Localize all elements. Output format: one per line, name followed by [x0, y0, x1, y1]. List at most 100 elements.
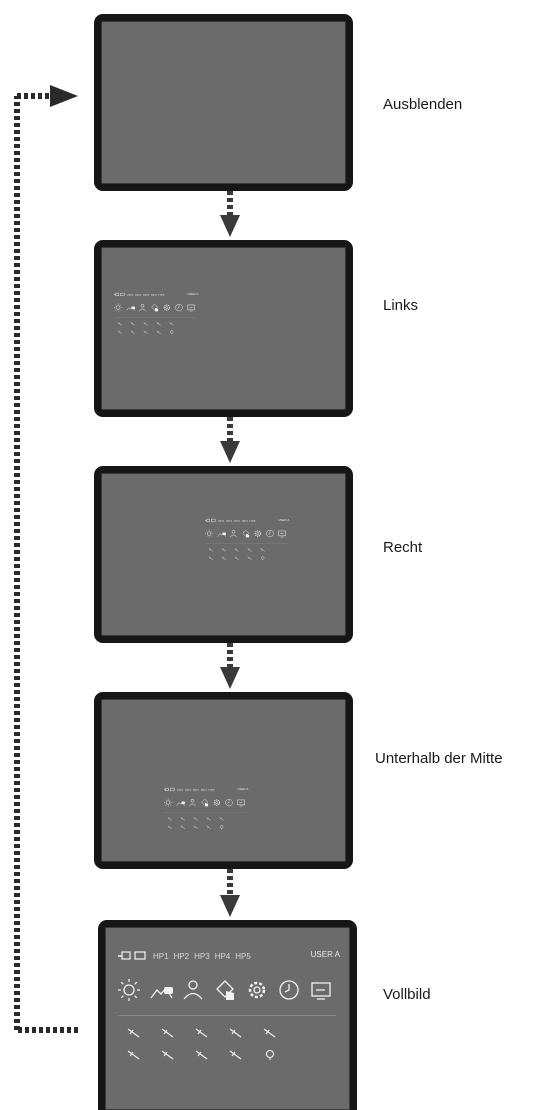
slash-icon-9 [230, 1049, 242, 1061]
loop-back-arrow [0, 80, 90, 1060]
landscape-image-icon [150, 979, 172, 1001]
slash-icon-2 [222, 548, 227, 553]
hp-label-5: HP5 [209, 788, 215, 791]
gear-icon [246, 979, 268, 1001]
user-label: USER A [311, 950, 340, 959]
hp-label-2: HP2 [185, 788, 191, 791]
source-icons [164, 787, 175, 792]
hp-label-3: HP3 [143, 293, 149, 296]
hp-label-2: HP2 [174, 952, 190, 961]
hp-label-4: HP4 [242, 519, 248, 522]
clock-icon [266, 529, 274, 537]
menu-icon-row [205, 529, 290, 537]
person-icon [188, 798, 196, 806]
slash-icon-2 [181, 817, 186, 822]
slash-icon-5 [264, 1027, 276, 1039]
slash-icon-3 [235, 548, 240, 553]
slash-icon-1 [209, 548, 214, 553]
slash-icon-8 [235, 556, 240, 561]
slash-icon-7 [131, 330, 136, 335]
slash-icon-3 [196, 1027, 208, 1039]
user-label: USER A [278, 518, 289, 521]
slash-icon-4 [207, 817, 212, 822]
slash-icon-7 [222, 556, 227, 561]
slash-icon-7 [181, 825, 186, 830]
arrow-down-3 [218, 643, 242, 691]
mode-label-left: Links [383, 297, 418, 314]
slash-icon-5 [169, 322, 174, 327]
arrow-down-4 [218, 869, 242, 919]
slash-icon-3 [144, 322, 149, 327]
slash-icon-9 [248, 556, 253, 561]
menu-icon-row [114, 303, 199, 311]
slash-icon-7 [162, 1049, 174, 1061]
slash-icon-9 [157, 330, 162, 335]
hp-label-1: HP1 [218, 519, 224, 522]
hp-label-3: HP3 [194, 952, 210, 961]
clock-icon [225, 798, 233, 806]
menu-icon-row [118, 979, 342, 1001]
slash-icon-4 [230, 1027, 242, 1039]
slash-icon-5 [219, 817, 224, 822]
slash-icon-8 [144, 330, 149, 335]
hp-label-4: HP4 [151, 293, 157, 296]
hand-touch-icon [241, 529, 249, 537]
person-icon [138, 303, 146, 311]
hp-label-5: HP5 [159, 293, 165, 296]
clock-icon [278, 979, 300, 1001]
hp-label-3: HP3 [193, 788, 199, 791]
slash-icon-1 [128, 1027, 140, 1039]
slash-icon-8 [194, 825, 199, 830]
gear-icon [213, 798, 221, 806]
hand-touch-icon [214, 979, 236, 1001]
mode-label-fullscreen: Vollbild [383, 986, 431, 1003]
hp-label-4: HP4 [201, 788, 207, 791]
input-source-icon [278, 529, 286, 537]
hp-label-2: HP2 [135, 293, 141, 296]
gear-icon [254, 529, 262, 537]
landscape-image-icon [217, 529, 225, 537]
slash-icon-5 [260, 548, 265, 553]
slash-icon-6 [209, 556, 214, 561]
input-source-icon [187, 303, 195, 311]
slash-icon-1 [118, 322, 123, 327]
hp-label-2: HP2 [226, 519, 232, 522]
arrow-down-1 [218, 191, 242, 239]
hp-label-5: HP5 [235, 952, 251, 961]
hand-touch-icon [200, 798, 208, 806]
sun-brightness-icon [164, 798, 172, 806]
hand-touch-icon [150, 303, 158, 311]
slash-icon-6 [128, 1049, 140, 1061]
hp-label-1: HP1 [127, 293, 133, 296]
bulb-icon [264, 1049, 276, 1061]
input-source-icon [237, 798, 245, 806]
person-icon [229, 529, 237, 537]
mode-label-right: Recht [383, 539, 422, 556]
slash-icon-6 [168, 825, 173, 830]
clock-icon [175, 303, 183, 311]
sun-brightness-icon [205, 529, 213, 537]
slash-icon-8 [196, 1049, 208, 1061]
slash-icon-1 [168, 817, 173, 822]
mode-label-hide: Ausblenden [383, 96, 462, 113]
slash-icon-9 [207, 825, 212, 830]
slash-icon-4 [157, 322, 162, 327]
arrow-down-2 [218, 417, 242, 465]
hp-label-1: HP1 [177, 788, 183, 791]
menu-divider [118, 1015, 336, 1016]
hp-label-1: HP1 [153, 952, 169, 961]
hp-label-3: HP3 [234, 519, 240, 522]
landscape-image-icon [126, 303, 134, 311]
source-icons [114, 292, 125, 297]
sun-brightness-icon [118, 979, 140, 1001]
